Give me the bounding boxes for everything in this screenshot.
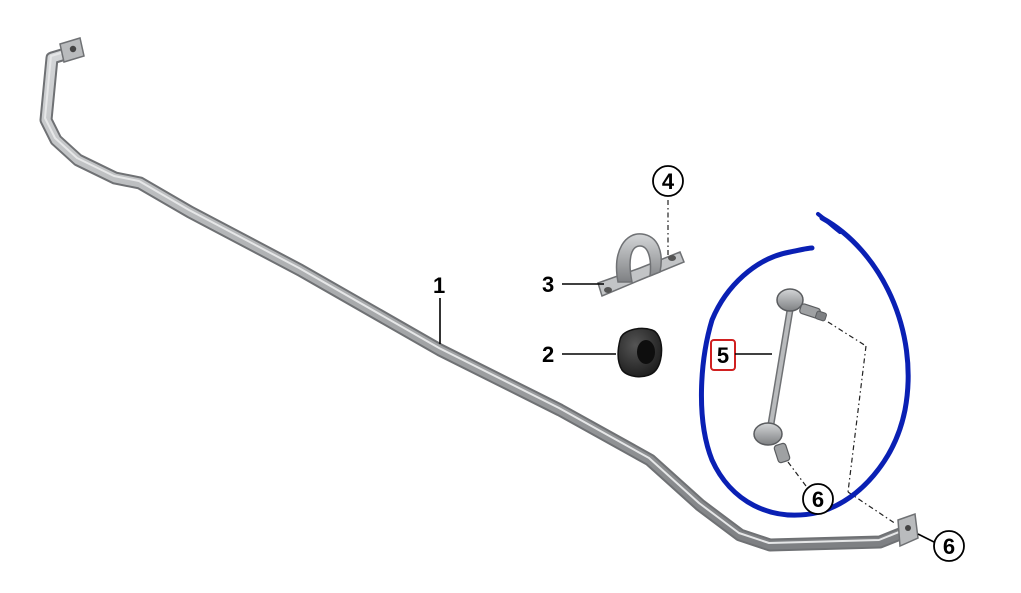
callout-2-label: 2 bbox=[542, 342, 554, 367]
callout-1: 1 bbox=[433, 273, 445, 344]
callout-6b-label: 6 bbox=[943, 534, 955, 559]
bracket bbox=[597, 233, 685, 298]
callout-6-outer: 6 bbox=[917, 530, 965, 562]
bar-end-right bbox=[897, 512, 919, 548]
bar-end-left bbox=[59, 37, 85, 63]
callout-6a-label: 6 bbox=[812, 487, 824, 512]
callout-1-label: 1 bbox=[433, 273, 445, 298]
highlight-circle bbox=[698, 212, 911, 518]
swing-support bbox=[753, 288, 827, 464]
callout-5: 5 bbox=[710, 339, 772, 371]
callout-6-inner: 6 bbox=[802, 483, 834, 515]
callout-3: 3 bbox=[542, 272, 604, 297]
assembly-lines bbox=[667, 200, 897, 525]
callout-3-label: 3 bbox=[542, 272, 554, 297]
callout-5-label: 5 bbox=[717, 343, 729, 368]
callout-2: 2 bbox=[542, 342, 616, 367]
callout-4: 4 bbox=[652, 165, 684, 197]
stabilizer-bar bbox=[39, 37, 919, 552]
rubber-mounting bbox=[617, 327, 663, 378]
callout-4-label: 4 bbox=[662, 169, 675, 194]
